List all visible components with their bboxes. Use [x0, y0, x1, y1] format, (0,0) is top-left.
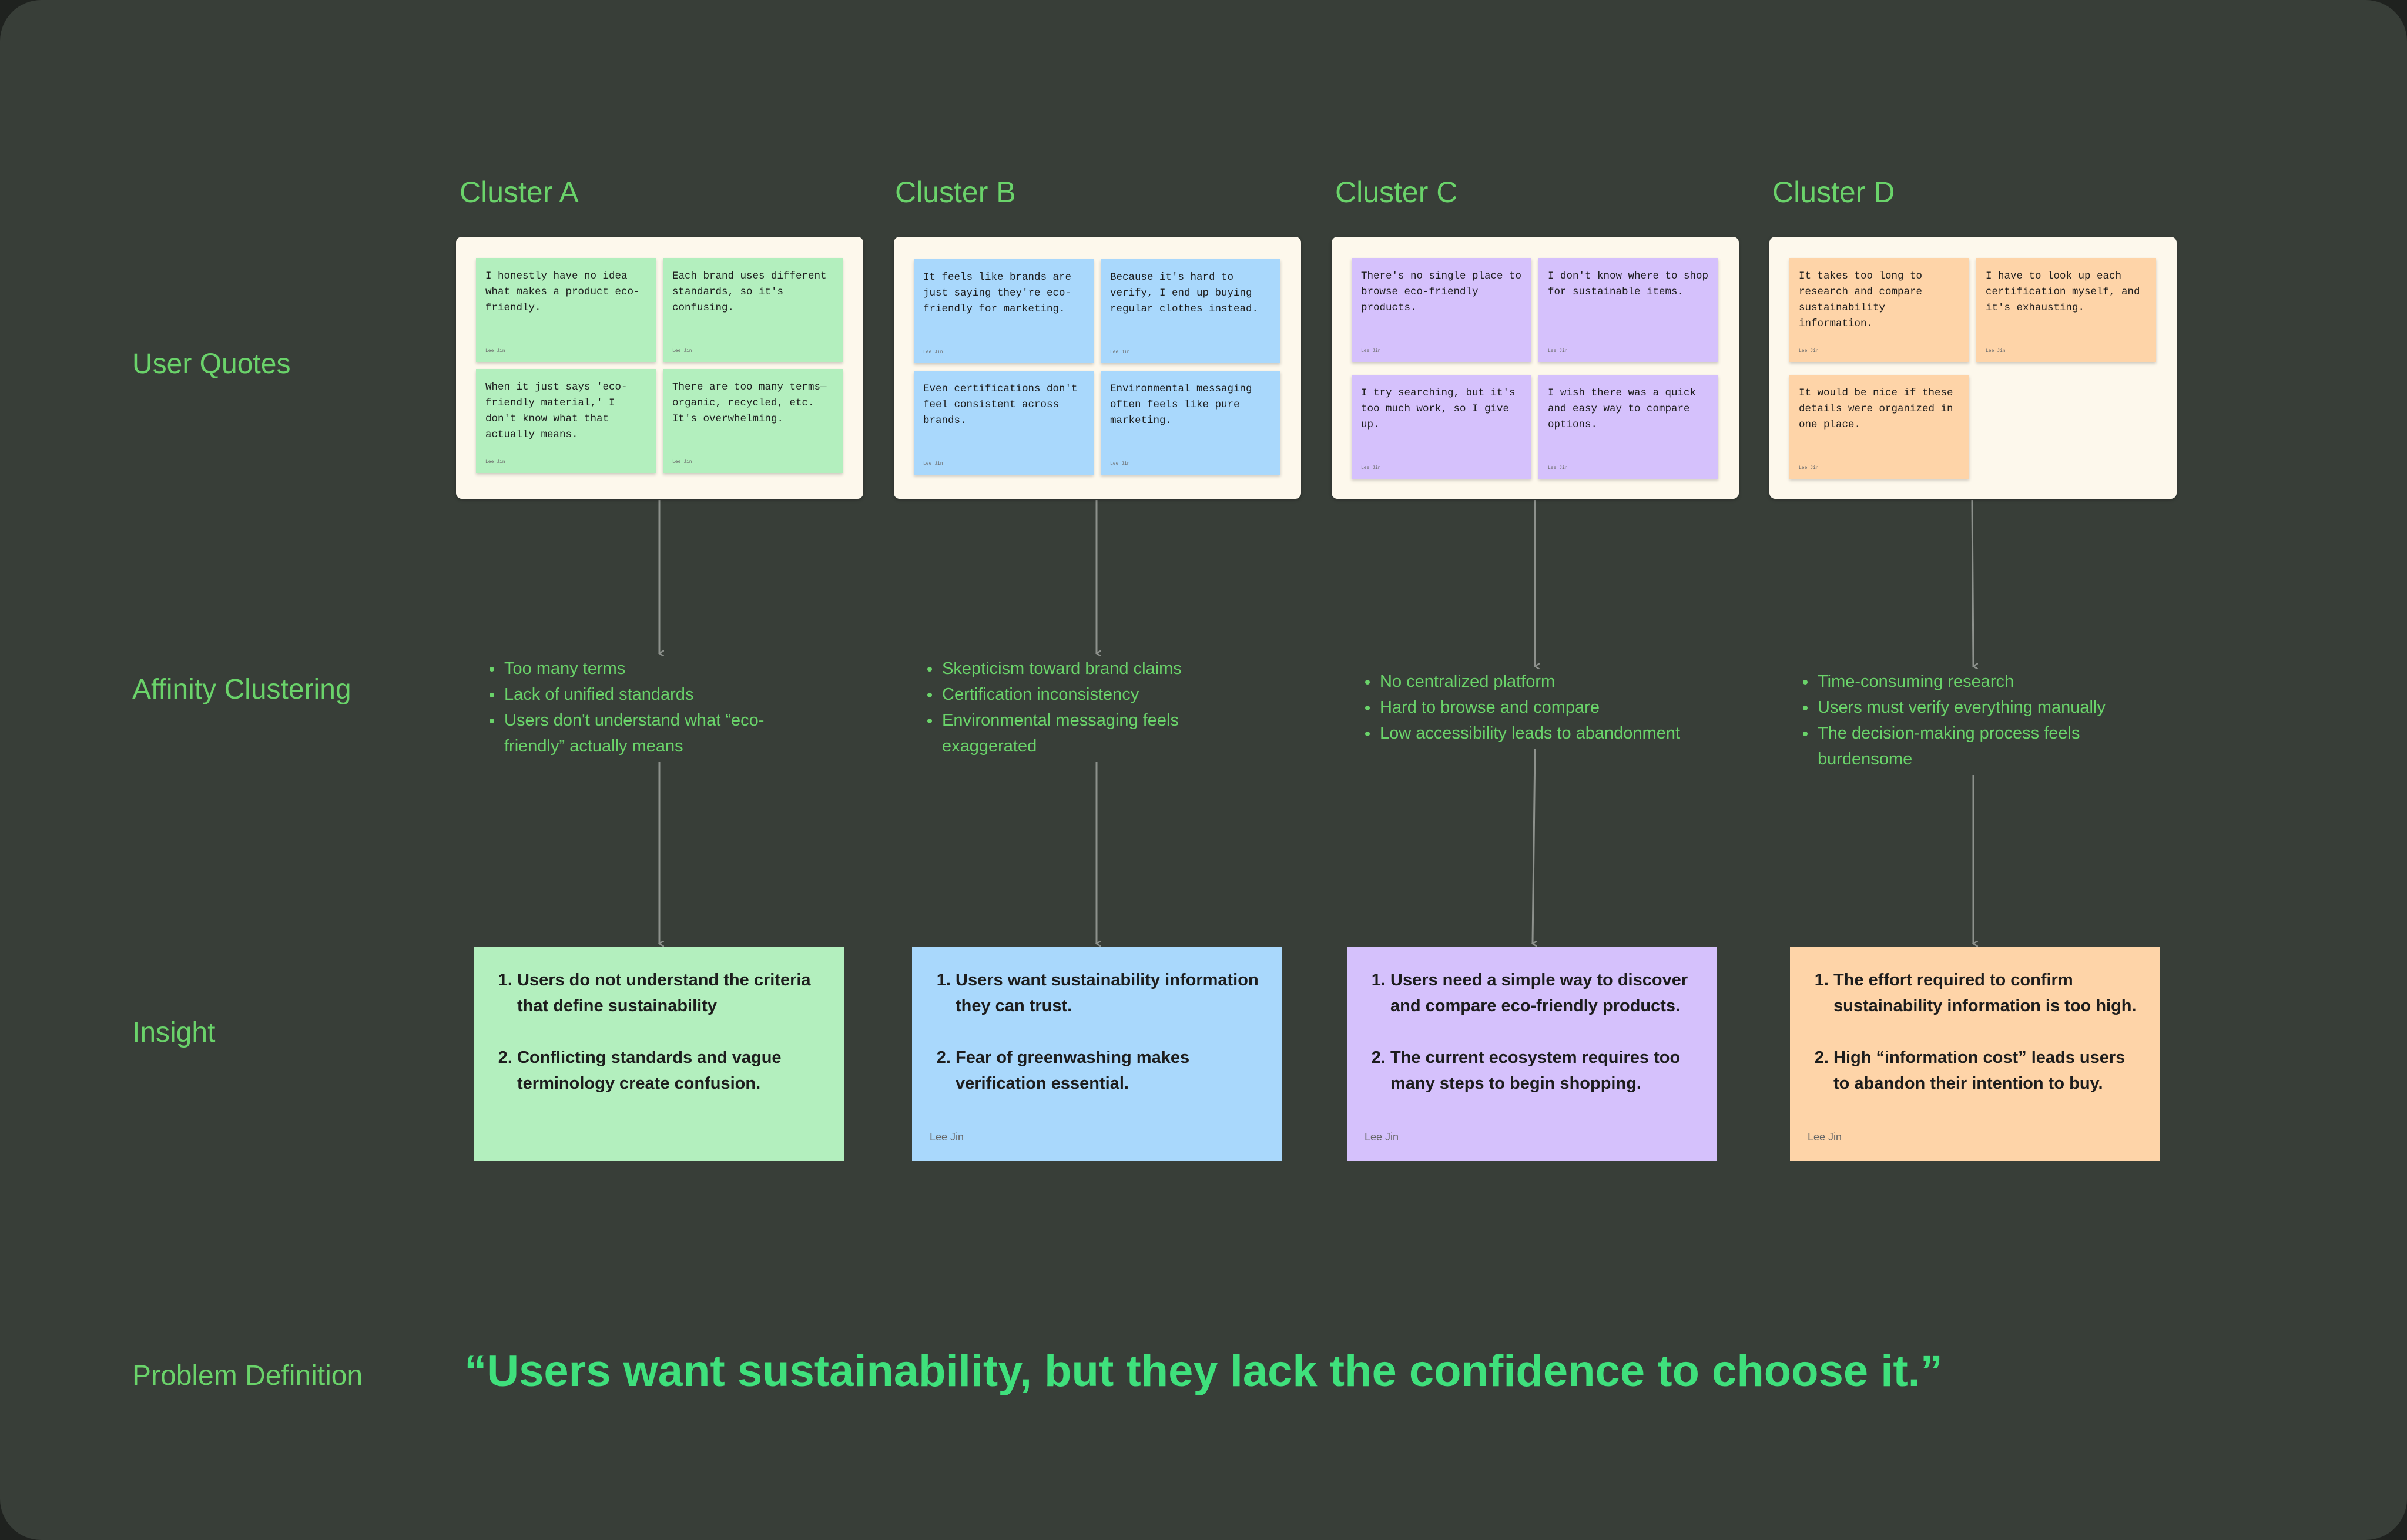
- sticky-note[interactable]: It feels like brands are just saying the…: [914, 259, 1094, 363]
- insight-item: Conflicting standards and vague terminol…: [517, 1045, 826, 1096]
- note-text: I honestly have no idea what makes a pro…: [485, 270, 640, 314]
- insight-list: Users need a simple way to discover and …: [1367, 967, 1699, 1096]
- affinity-item: Skepticism toward brand claims: [941, 656, 1246, 682]
- cluster-d-quote-board: It takes too long to research and compar…: [1769, 237, 2177, 499]
- row-label-problem-definition: Problem Definition: [132, 1360, 363, 1391]
- note-author: Lee Jin: [1548, 348, 1568, 354]
- sticky-note[interactable]: I have to look up each certification mys…: [1976, 258, 2156, 362]
- affinity-item: Low accessibility leads to abandonment: [1379, 720, 1708, 746]
- affinity-item: Users don't understand what “eco-friendl…: [503, 707, 809, 759]
- note-text: I wish there was a quick and easy way to…: [1548, 387, 1697, 431]
- affinity-item: The decision-making process feels burden…: [1816, 720, 2169, 772]
- note-author: Lee Jin: [485, 348, 505, 354]
- cluster-b-insight-card[interactable]: Users want sustainability information th…: [912, 947, 1282, 1161]
- note-author: Lee Jin: [1110, 461, 1130, 467]
- cluster-d-affinity-list: Time-consuming research Users must verif…: [1799, 669, 2169, 772]
- note-text: There's no single place to browse eco-fr…: [1361, 270, 1522, 314]
- cluster-a-insight-card[interactable]: Users do not understand the criteria tha…: [474, 947, 844, 1161]
- insight-item: The current ecosystem requires too many …: [1390, 1045, 1699, 1096]
- sticky-note[interactable]: I wish there was a quick and easy way to…: [1538, 375, 1718, 479]
- note-text: Environmental messaging often feels like…: [1110, 383, 1252, 427]
- sticky-note[interactable]: Because it's hard to verify, I end up bu…: [1101, 259, 1280, 363]
- sticky-note[interactable]: Each brand uses different standards, so …: [663, 258, 843, 362]
- cluster-b-quote-board: It feels like brands are just saying the…: [894, 237, 1301, 499]
- affinity-item: Too many terms: [503, 656, 809, 682]
- note-text: When it just says 'eco-friendly material…: [485, 381, 628, 441]
- cluster-c-title: Cluster C: [1335, 176, 1458, 209]
- cluster-d-title: Cluster D: [1772, 176, 1895, 209]
- cluster-d-insight-card[interactable]: The effort required to confirm sustainab…: [1790, 947, 2160, 1161]
- insight-list: Users do not understand the criteria tha…: [494, 967, 826, 1096]
- note-author: Lee Jin: [1799, 348, 1819, 354]
- note-author: Lee Jin: [672, 348, 692, 354]
- insight-item: Users want sustainability information th…: [956, 967, 1265, 1019]
- note-author: Lee Jin: [1361, 348, 1381, 354]
- note-author: Lee Jin: [485, 459, 505, 465]
- sticky-note[interactable]: There's no single place to browse eco-fr…: [1352, 258, 1531, 362]
- sticky-note[interactable]: I try searching, but it's too much work,…: [1352, 375, 1531, 479]
- cluster-a-quote-board: I honestly have no idea what makes a pro…: [456, 237, 863, 499]
- insight-item: Users need a simple way to discover and …: [1390, 967, 1699, 1019]
- cluster-c-insight-card[interactable]: Users need a simple way to discover and …: [1347, 947, 1717, 1161]
- note-text: Even certifications don't feel consisten…: [923, 383, 1078, 427]
- row-label-insight: Insight: [132, 1017, 216, 1048]
- cluster-a-affinity-list: Too many terms Lack of unified standards…: [485, 656, 809, 759]
- problem-statement: “Users want sustainability, but they lac…: [464, 1346, 1943, 1396]
- note-author: Lee Jin: [923, 461, 943, 467]
- note-author: Lee Jin: [923, 350, 943, 355]
- insight-author: Lee Jin: [1808, 1131, 1842, 1143]
- cluster-b-title: Cluster B: [895, 176, 1016, 209]
- sticky-note[interactable]: It would be nice if these details were o…: [1789, 375, 1969, 479]
- note-text: I don't know where to shop for sustainab…: [1548, 270, 1709, 298]
- sticky-note[interactable]: I don't know where to shop for sustainab…: [1538, 258, 1718, 362]
- note-text: I have to look up each certification mys…: [1986, 270, 2140, 314]
- note-text: There are too many terms—organic, recycl…: [672, 381, 827, 425]
- arrow-d-1: [1971, 499, 1973, 666]
- affinity-item: Time-consuming research: [1816, 669, 2169, 694]
- affinity-item: Environmental messaging feels exaggerate…: [941, 707, 1246, 759]
- insight-author: Lee Jin: [930, 1131, 964, 1143]
- affinity-item: No centralized platform: [1379, 669, 1708, 694]
- cluster-a-title: Cluster A: [460, 176, 579, 209]
- note-text: It takes too long to research and compar…: [1799, 270, 1923, 330]
- sticky-note[interactable]: It takes too long to research and compar…: [1789, 258, 1969, 362]
- arrow-c-2: [1533, 749, 1535, 944]
- note-author: Lee Jin: [1799, 465, 1819, 471]
- sticky-note[interactable]: When it just says 'eco-friendly material…: [476, 369, 656, 473]
- note-author: Lee Jin: [1110, 350, 1130, 355]
- note-author: Lee Jin: [672, 459, 692, 465]
- insight-list: The effort required to confirm sustainab…: [1810, 967, 2143, 1096]
- note-author: Lee Jin: [1361, 465, 1381, 471]
- insight-item: Fear of greenwashing makes verification …: [956, 1045, 1265, 1096]
- sticky-note[interactable]: There are too many terms—organic, recycl…: [663, 369, 843, 473]
- affinity-item: Users must verify everything manually: [1816, 694, 2169, 720]
- affinity-item: Certification inconsistency: [941, 682, 1246, 707]
- insight-item: High “information cost” leads users to a…: [1833, 1045, 2143, 1096]
- note-author: Lee Jin: [1986, 348, 2006, 354]
- note-text: Each brand uses different standards, so …: [672, 270, 827, 314]
- cluster-c-affinity-list: No centralized platform Hard to browse a…: [1361, 669, 1708, 746]
- cluster-b-affinity-list: Skepticism toward brand claims Certifica…: [923, 656, 1246, 759]
- insight-list: Users want sustainability information th…: [932, 967, 1265, 1096]
- note-text: Because it's hard to verify, I end up bu…: [1110, 271, 1259, 315]
- row-label-user-quotes: User Quotes: [132, 348, 291, 380]
- sticky-note[interactable]: I honestly have no idea what makes a pro…: [476, 258, 656, 362]
- affinity-item: Hard to browse and compare: [1379, 694, 1708, 720]
- sticky-note[interactable]: Even certifications don't feel consisten…: [914, 371, 1094, 475]
- sticky-note[interactable]: Environmental messaging often feels like…: [1101, 371, 1280, 475]
- note-text: It feels like brands are just saying the…: [923, 271, 1072, 315]
- cluster-c-quote-board: There's no single place to browse eco-fr…: [1332, 237, 1739, 499]
- row-label-affinity-clustering: Affinity Clustering: [132, 674, 351, 705]
- insight-item: Users do not understand the criteria tha…: [517, 967, 826, 1019]
- note-text: I try searching, but it's too much work,…: [1361, 387, 1516, 431]
- note-author: Lee Jin: [1548, 465, 1568, 471]
- insight-item: The effort required to confirm sustainab…: [1833, 967, 2143, 1019]
- insight-author: Lee Jin: [1365, 1131, 1399, 1143]
- affinity-item: Lack of unified standards: [503, 682, 809, 707]
- note-text: It would be nice if these details were o…: [1799, 387, 1953, 431]
